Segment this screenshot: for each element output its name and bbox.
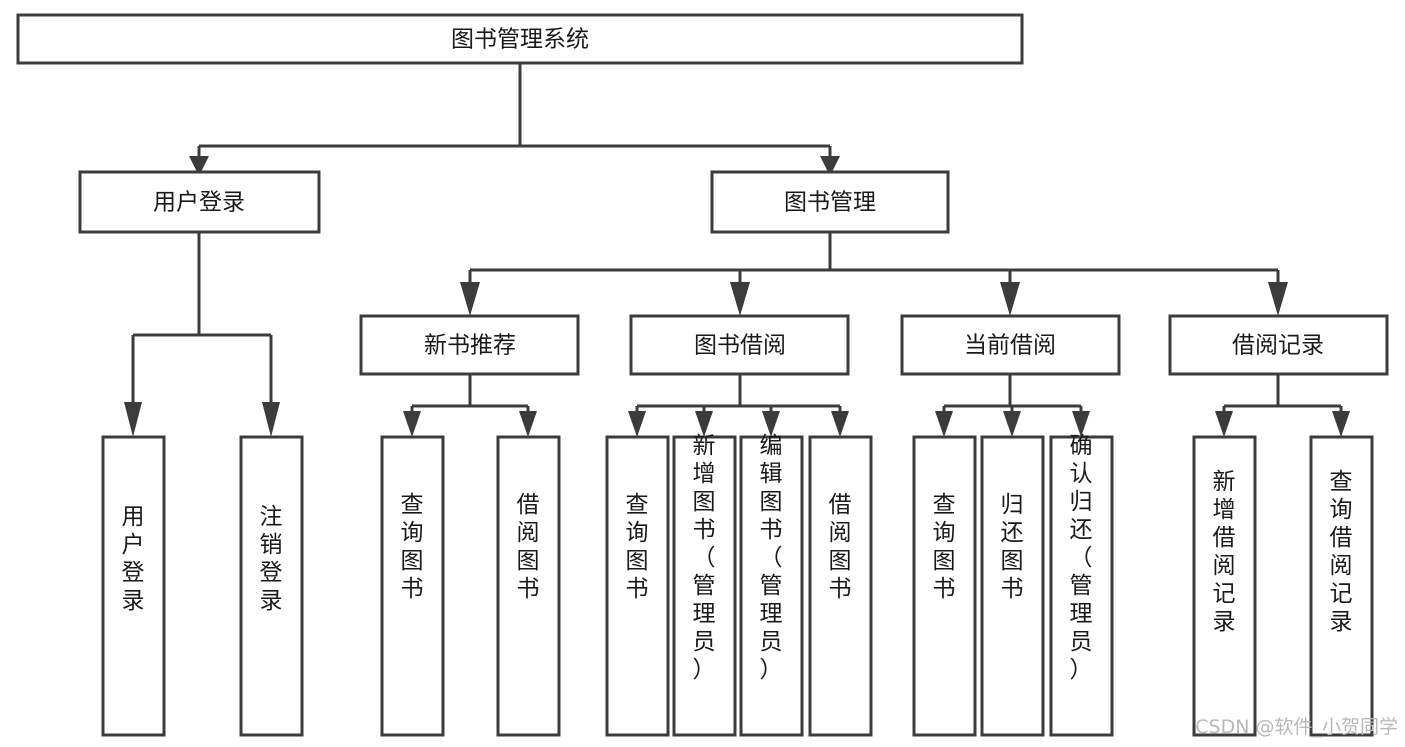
leaf-bookborrow-add-box[interactable] [672, 435, 737, 737]
node-book-management-label: 图书管理 [784, 190, 876, 216]
node-new-book-recommend-label: 新书推荐 [424, 333, 516, 359]
leaf-currentborrow-confirm-label: 确认归还（管理员） [1070, 433, 1093, 683]
node-book-borrow[interactable]: 图书借阅 [629, 314, 850, 376]
leaf-node[interactable]: 注销登录 [239, 435, 304, 737]
leaf-bookborrow-query-box[interactable] [605, 435, 670, 737]
arrow-book-borrow-leaf-1 [628, 411, 646, 437]
node-current-borrow[interactable]: 当前借阅 [900, 314, 1121, 376]
leaf-node[interactable]: 新增图书（管理员） [672, 433, 737, 737]
node-current-borrow-box[interactable] [900, 314, 1121, 376]
leaf-node[interactable]: 查询图书 [380, 435, 445, 737]
node-current-borrow-label: 当前借阅 [964, 333, 1056, 359]
arrow-book-borrow-leaf-3 [762, 411, 780, 437]
arrow-borrow-record-leaf-2 [1332, 411, 1350, 437]
leaf-logout-box[interactable] [239, 435, 304, 737]
leaf-node[interactable]: 借阅图书 [808, 435, 873, 737]
leaf-newbook-query-label: 查询图书 [401, 492, 424, 602]
nodes-layer: 图书管理系统 用户登录 图书管理 新书推荐 图书借阅 当前 [16, 13, 1389, 737]
leaf-bookborrow-edit-label: 编辑图书（管理员） [760, 433, 783, 683]
node-root-system-box[interactable] [16, 13, 1024, 65]
node-user-login-box[interactable] [78, 170, 321, 234]
leaf-bookborrow-add-label: 新增图书（管理员） [693, 433, 716, 683]
leaf-currentborrow-query-label: 查询图书 [933, 492, 956, 602]
arrow-borrow-record-leaf-1 [1215, 411, 1233, 437]
leaf-currentborrow-return-box[interactable] [980, 435, 1045, 737]
leaf-bookborrow-borrow-box[interactable] [808, 435, 873, 737]
leaf-currentborrow-confirm-box[interactable] [1049, 435, 1114, 737]
leaf-node[interactable]: 新增借阅记录 [1192, 435, 1257, 737]
node-book-management-box[interactable] [710, 170, 950, 234]
leaf-newbook-borrow-label: 借阅图书 [517, 492, 540, 602]
arrow-root-to-user-login [189, 156, 209, 176]
node-book-borrow-label: 图书借阅 [694, 333, 786, 359]
arrow-new-book-leaf-2 [519, 411, 537, 437]
leaf-currentborrow-return-label: 归还图书 [1001, 492, 1024, 602]
leaf-bookborrow-borrow-label: 借阅图书 [829, 492, 852, 602]
edges-layer [124, 63, 1350, 437]
leaf-node[interactable]: 查询图书 [912, 435, 977, 737]
leaf-record-add-box[interactable] [1192, 435, 1257, 737]
arrow-book-borrow-leaf-2 [695, 411, 713, 437]
leaf-bookborrow-edit-box[interactable] [739, 435, 804, 737]
leaf-newbook-query-box[interactable] [380, 435, 445, 737]
leaf-node[interactable]: 借阅图书 [496, 435, 561, 737]
csdn-watermark: CSDN @软件_小贺同学 [1195, 716, 1398, 738]
arrow-to-new-book-recommend [460, 282, 480, 316]
leaf-node[interactable]: 确认归还（管理员） [1049, 433, 1114, 737]
arrow-book-borrow-leaf-4 [831, 411, 849, 437]
leaf-record-add-label: 新增借阅记录 [1213, 469, 1236, 635]
node-new-book-recommend-box[interactable] [359, 314, 580, 376]
node-borrow-record-label: 借阅记录 [1232, 333, 1324, 359]
leaf-record-query-label: 查询借阅记录 [1330, 469, 1353, 635]
node-user-login[interactable]: 用户登录 [78, 170, 321, 234]
node-user-login-label: 用户登录 [153, 190, 245, 216]
node-book-management[interactable]: 图书管理 [710, 170, 950, 234]
arrow-root-to-book-mgmt [820, 156, 840, 176]
node-root-system[interactable]: 图书管理系统 [16, 13, 1024, 65]
leaf-user-login-box[interactable] [101, 435, 166, 737]
arrow-current-borrow-leaf-3 [1072, 411, 1090, 437]
node-borrow-record[interactable]: 借阅记录 [1168, 314, 1389, 376]
arrow-current-borrow-leaf-2 [1003, 411, 1021, 437]
leaf-bookborrow-query-label: 查询图书 [626, 492, 649, 602]
arrow-user-login-leaf-2 [262, 402, 280, 437]
arrow-to-borrow-record [1268, 282, 1288, 316]
leaf-user-login-label: 用户登录 [122, 504, 145, 614]
arrow-new-book-leaf-1 [403, 411, 421, 437]
leaf-newbook-borrow-box[interactable] [496, 435, 561, 737]
arrow-user-login-leaf-1 [124, 402, 142, 437]
arrow-to-current-borrow [1000, 282, 1020, 316]
leaf-node[interactable]: 用户登录 [101, 435, 166, 737]
leaf-record-query-box[interactable] [1309, 435, 1374, 737]
leaf-node[interactable]: 编辑图书（管理员） [739, 433, 804, 737]
node-book-borrow-box[interactable] [629, 314, 850, 376]
leaf-currentborrow-query-box[interactable] [912, 435, 977, 737]
leaf-node[interactable]: 查询借阅记录 [1309, 435, 1374, 737]
leaf-logout-label: 注销登录 [260, 504, 283, 614]
leaf-node[interactable]: 归还图书 [980, 435, 1045, 737]
leaf-node[interactable]: 查询图书 [605, 435, 670, 737]
node-root-system-label: 图书管理系统 [451, 27, 589, 53]
arrow-to-book-borrow [730, 282, 750, 316]
arrow-current-borrow-leaf-1 [935, 411, 953, 437]
node-new-book-recommend[interactable]: 新书推荐 [359, 314, 580, 376]
node-borrow-record-box[interactable] [1168, 314, 1389, 376]
